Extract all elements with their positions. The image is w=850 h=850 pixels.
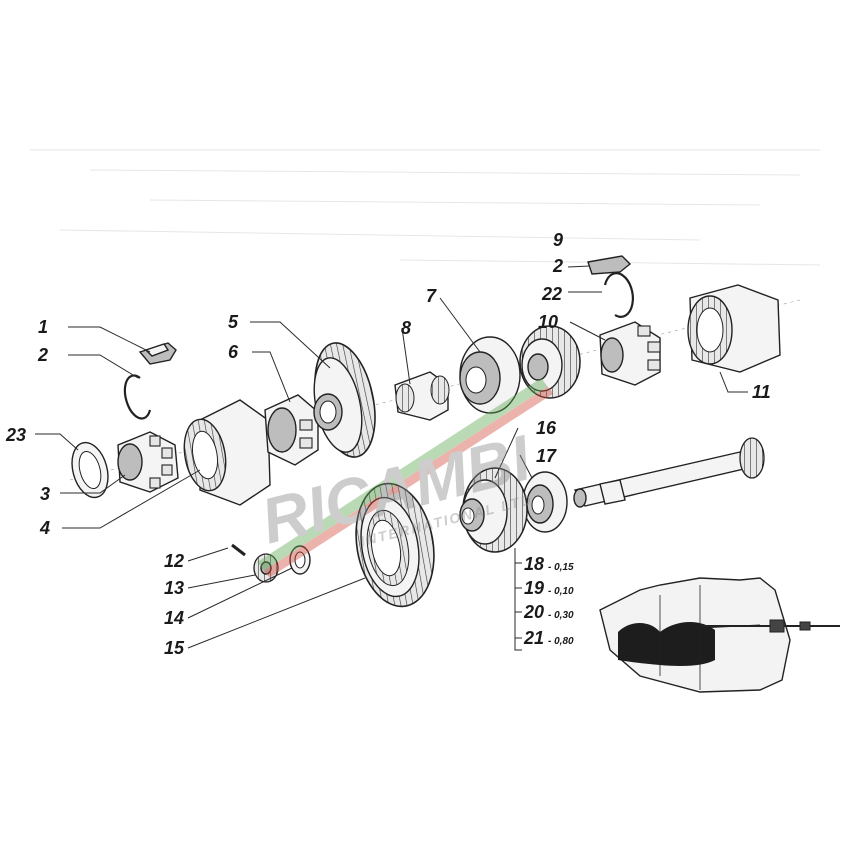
label-17: 17 — [536, 446, 557, 466]
label-3: 3 — [40, 484, 50, 504]
part-11-sleeve — [687, 284, 781, 373]
part-1-key — [138, 342, 177, 365]
gearbox-inset — [599, 577, 840, 693]
part-5-gear — [313, 342, 376, 458]
background-noise — [30, 149, 821, 266]
label-7: 7 — [426, 286, 437, 306]
part-14-washer — [289, 545, 311, 575]
label-1: 1 — [38, 317, 48, 337]
part-12-pin — [231, 543, 246, 557]
shim-18-number: 18 — [524, 554, 544, 574]
label-13: 13 — [164, 578, 184, 598]
shim-19-thickness: - 0,10 — [548, 586, 574, 597]
part-17-bearing — [522, 471, 568, 533]
shim-21-thickness: - 0,80 — [548, 636, 574, 647]
label-16: 16 — [536, 418, 557, 438]
label-4: 4 — [39, 518, 50, 538]
part-6-hub — [264, 394, 319, 466]
part-16-gear-cluster — [459, 467, 528, 553]
part-2-circlip-left — [123, 374, 152, 420]
label-12: 12 — [164, 551, 184, 571]
label-8: 8 — [401, 318, 411, 338]
part-7-gear — [459, 336, 521, 414]
shim-20-thickness: - 0,30 — [548, 610, 574, 621]
part-13-small-gear — [253, 553, 279, 583]
output-shaft — [573, 437, 765, 508]
label-2-left: 2 — [37, 345, 48, 365]
part-3-hub — [117, 431, 179, 493]
part-9-key — [587, 255, 632, 275]
part-22-hub — [599, 321, 661, 386]
part-2-circlip-right — [603, 272, 634, 318]
label-10: 10 — [538, 312, 558, 332]
leader-lines — [35, 265, 748, 651]
part-10-gear — [519, 325, 581, 399]
part-8-needle-bearing — [394, 371, 450, 421]
shim-18-thickness: - 0,15 — [548, 562, 574, 573]
shim-list: 18 - 0,15 19 - 0,10 20 - 0,30 21 - 0,80 — [523, 554, 574, 648]
label-2-right: 2 — [552, 256, 563, 276]
part-23-washer — [71, 441, 109, 499]
label-6: 6 — [228, 342, 239, 362]
part-labels: 1 2 23 3 4 5 6 7 8 9 2 22 10 11 16 17 12… — [5, 230, 771, 658]
part-15-ring-gear — [355, 482, 435, 608]
label-22: 22 — [541, 284, 562, 304]
label-11: 11 — [752, 382, 771, 402]
shim-19-number: 19 — [524, 578, 544, 598]
label-15: 15 — [164, 638, 185, 658]
shim-21-number: 21 — [523, 628, 544, 648]
label-5: 5 — [228, 312, 239, 332]
label-14: 14 — [164, 608, 184, 628]
shim-20-number: 20 — [523, 602, 544, 622]
label-23: 23 — [5, 425, 26, 445]
label-9: 9 — [553, 230, 563, 250]
